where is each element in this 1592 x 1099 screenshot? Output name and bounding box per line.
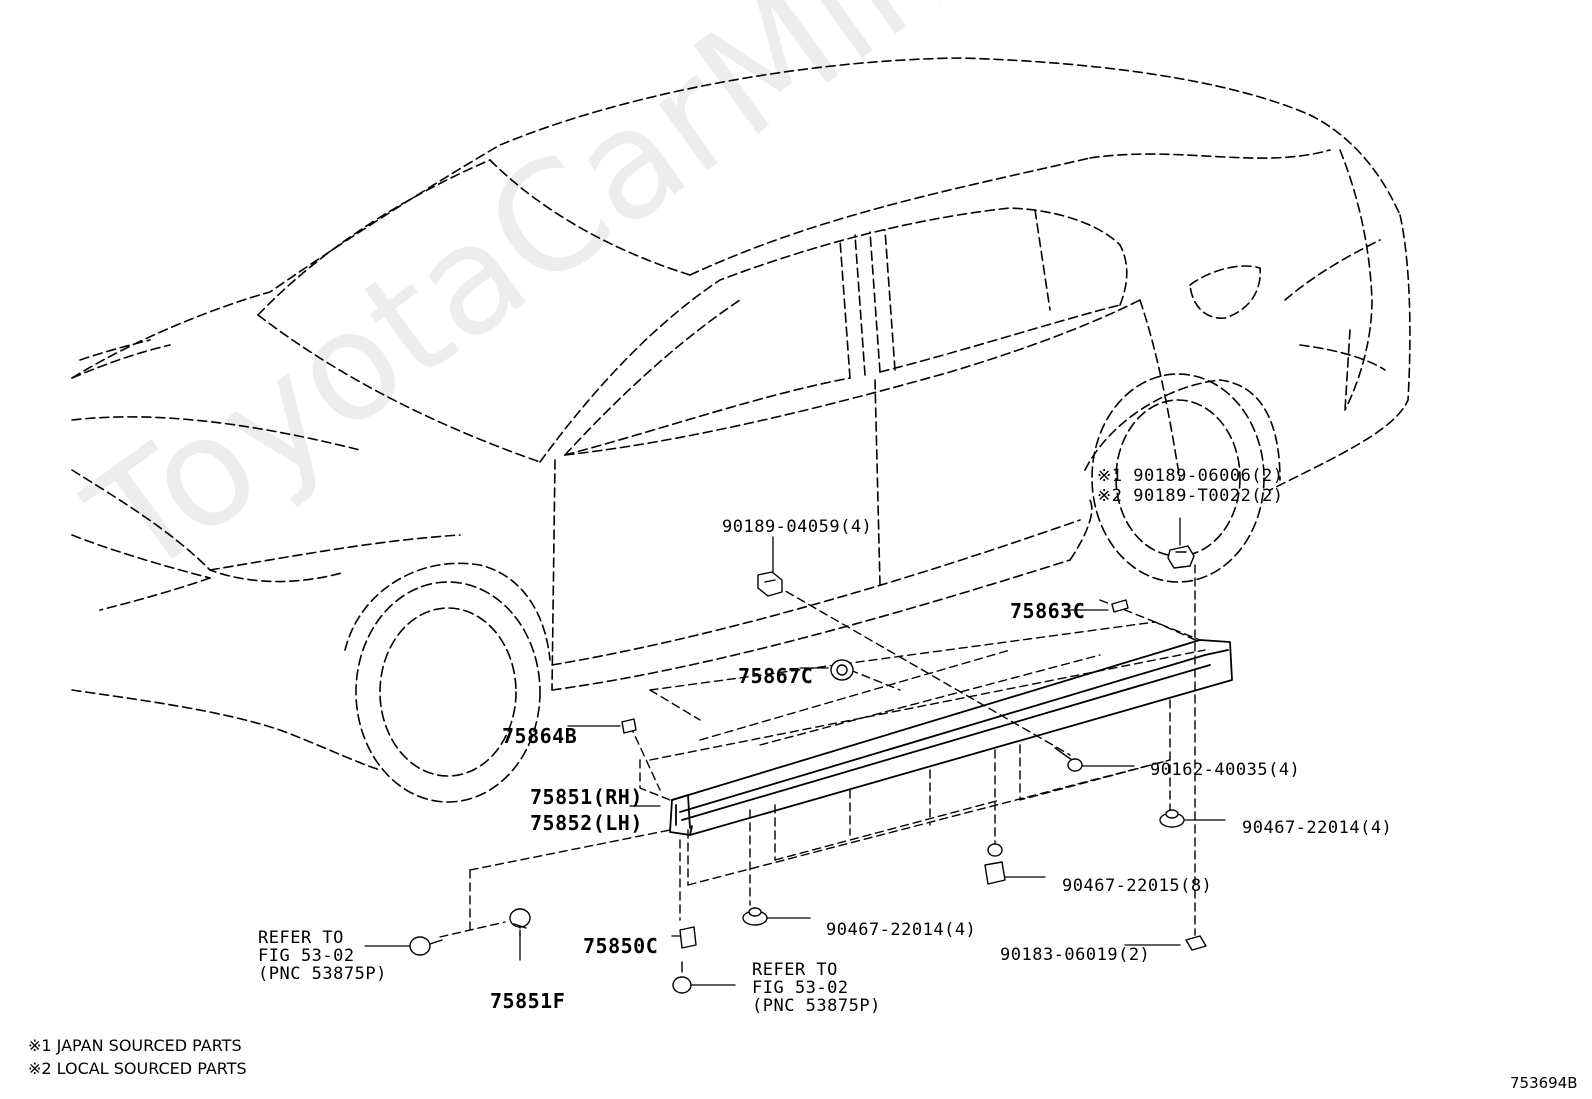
refer-left-line-1: REFER TO (258, 928, 344, 948)
assembly-lines (439, 564, 1206, 938)
label-75867c: 75867C (738, 664, 814, 688)
label-90189-t0022: ※2 90189-T0022(2) (1097, 486, 1284, 506)
fastener-90467-22015 (984, 843, 1006, 885)
label-90189-06006: ※1 90189-06006(2) (1097, 466, 1284, 486)
clip-90189-06006 (1167, 545, 1195, 569)
label-90162-40035: 90162-40035(4) (1150, 760, 1301, 780)
label-90467-22014-right: 90467-22014(4) (1242, 818, 1393, 838)
pad-75864b (621, 718, 637, 734)
footnote-japan-sourced: ※1 JAPAN SOURCED PARTS (28, 1036, 242, 1055)
clip-90189-04059 (757, 571, 783, 597)
clip-75851f (509, 908, 531, 929)
fastener-parts (409, 545, 1207, 994)
figure-id: 753694B (1510, 1074, 1578, 1092)
pad-75863c (1111, 599, 1129, 613)
car-body-outline (71, 57, 1411, 771)
refer-bottom-line-3: (PNC 53875P) (752, 996, 881, 1016)
label-75864b: 75864B (502, 724, 578, 748)
label-75850c: 75850C (583, 934, 659, 958)
label-90467-22014-center: 90467-22014(4) (826, 920, 977, 940)
nut-90183-06019 (1185, 935, 1207, 951)
label-90189-04059: 90189-04059(4) (722, 517, 873, 537)
label-75863c: 75863C (1010, 599, 1086, 623)
front-wheel (355, 581, 541, 803)
refer-bottom-line-2: FIG 53-02 (752, 978, 849, 998)
nut-90467-22014-center (742, 907, 768, 926)
clip-75867c (830, 659, 854, 681)
label-75852-lh: 75852(LH) (530, 811, 643, 835)
label-90467-22015: 90467-22015(8) (1062, 876, 1213, 896)
bolt-left (409, 936, 443, 956)
label-75851-rh: 75851(RH) (530, 785, 643, 809)
refer-left-line-3: (PNC 53875P) (258, 964, 387, 984)
footnote-local-sourced: ※2 LOCAL SOURCED PARTS (28, 1059, 247, 1078)
clip-75850c (679, 926, 697, 949)
screw-90162-40035 (1054, 747, 1083, 772)
label-75851f: 75851F (490, 989, 566, 1013)
label-90183-06019: 90183-06019(2) (1000, 945, 1151, 965)
nut-90467-22014-right (1159, 809, 1185, 828)
refer-left-line-2: FIG 53-02 (258, 946, 355, 966)
bolt-bottom (672, 961, 692, 994)
refer-bottom-line-1: REFER TO (752, 960, 838, 980)
leader-lines (364, 517, 1226, 986)
